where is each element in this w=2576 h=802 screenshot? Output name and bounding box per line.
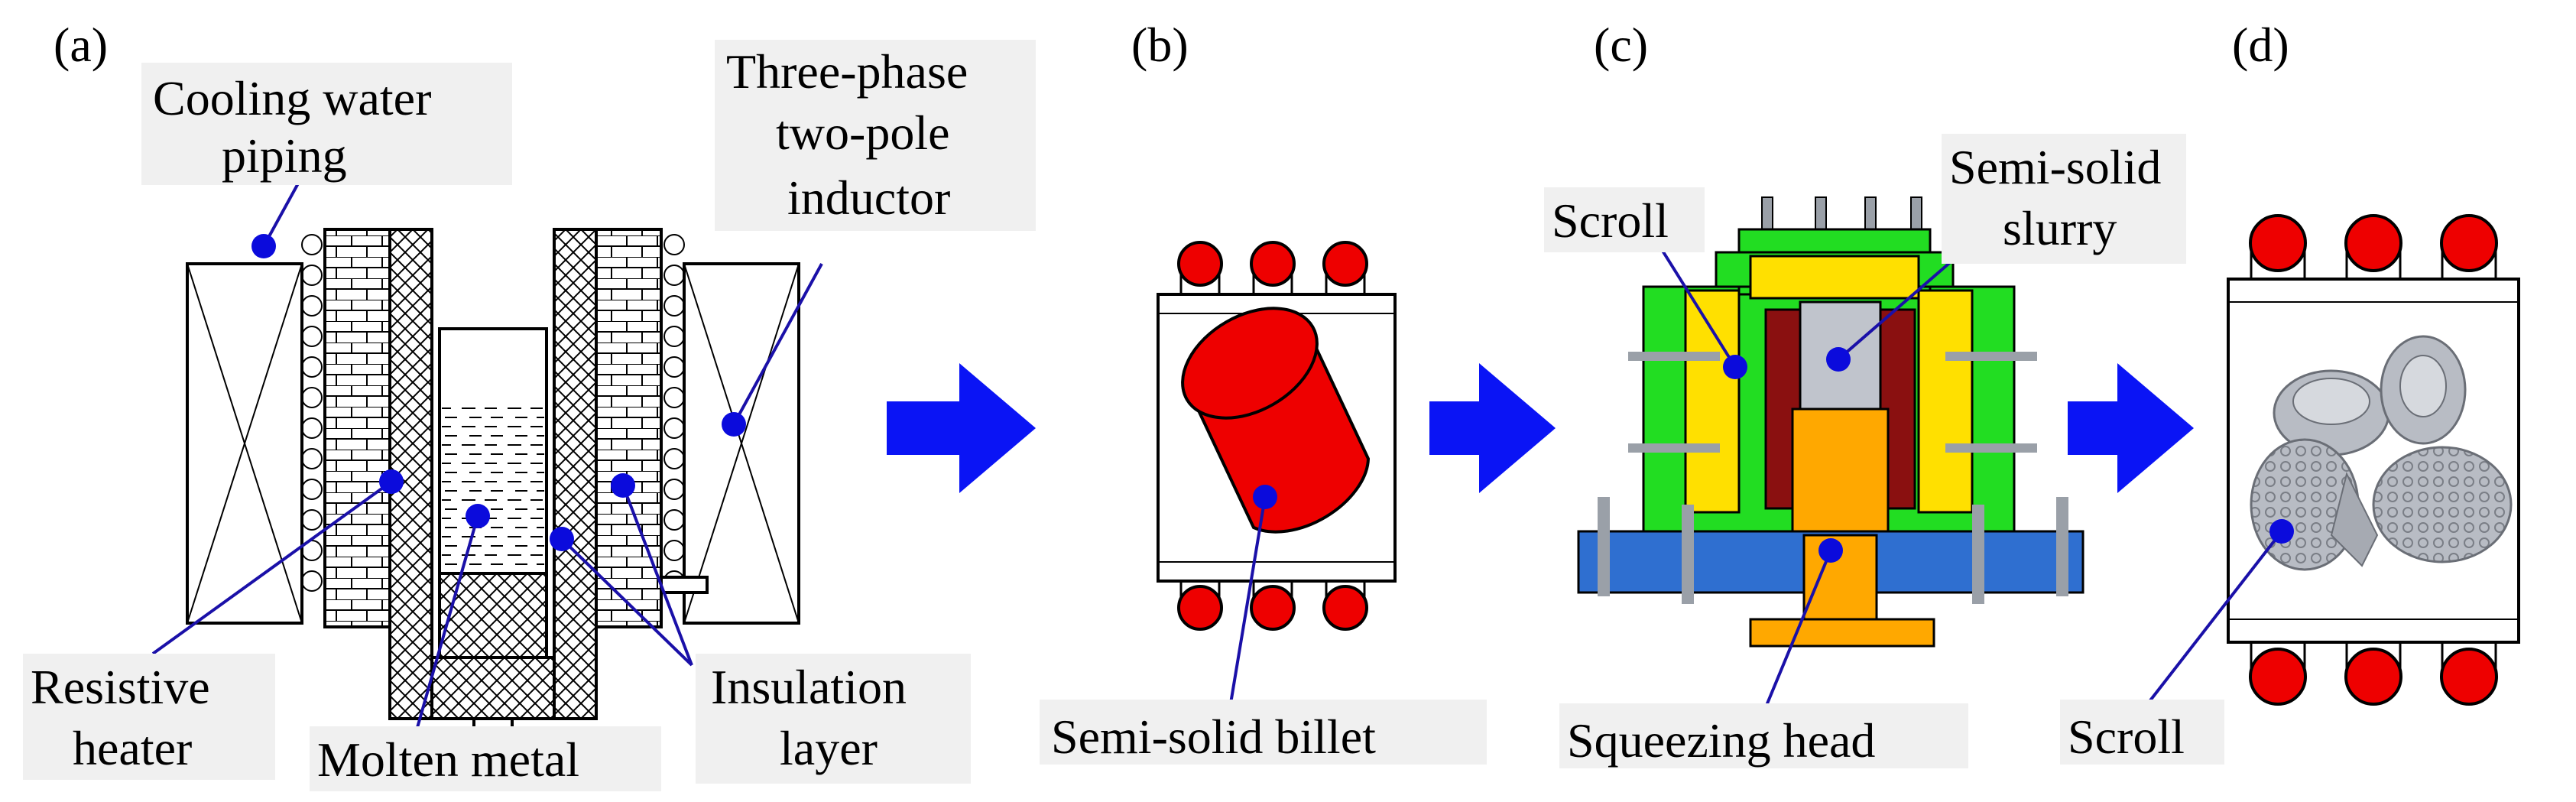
svg-text:slurry: slurry — [2003, 201, 2117, 255]
roller-icon — [2249, 633, 2498, 706]
svg-text:two-pole: two-pole — [776, 106, 950, 160]
roller-icon — [2249, 214, 2498, 288]
label-resistive-heater: Resistive heater — [23, 654, 275, 780]
roller-icon — [1177, 241, 1368, 300]
crucible-furnace-diagram — [186, 228, 800, 758]
process-arrow-icon — [1429, 363, 1556, 493]
roller-icon — [1177, 576, 1368, 631]
process-arrow-icon — [2068, 363, 2194, 493]
coil-right — [663, 234, 685, 592]
svg-text:inductor: inductor — [787, 170, 950, 225]
svg-text:Three-phase: Three-phase — [726, 44, 968, 99]
svg-text:piping: piping — [222, 128, 347, 183]
svg-text:Cooling water: Cooling water — [153, 71, 431, 125]
label-inductor: Three-phase two-pole inductor — [715, 40, 1036, 231]
label-cooling-water-piping: Cooling water piping — [141, 63, 512, 185]
billet-heater-diagram — [1157, 241, 1397, 631]
svg-text:Molten metal: Molten metal — [317, 732, 579, 787]
svg-text:layer: layer — [780, 721, 878, 775]
coil-left — [301, 234, 323, 592]
label-squeezing-head: Squeezing head — [1559, 703, 1968, 768]
panel-d-letter: (d) — [2232, 18, 2289, 72]
svg-text:Squeezing head: Squeezing head — [1567, 713, 1875, 768]
label-scroll-d: Scroll — [2060, 700, 2224, 765]
label-scroll-c: Scroll — [1544, 187, 1705, 252]
label-semi-solid-billet: Semi-solid billet — [1040, 700, 1487, 765]
svg-text:Resistive: Resistive — [31, 660, 210, 714]
svg-text:Semi-solid billet: Semi-solid billet — [1051, 709, 1376, 764]
label-semi-solid-slurry: Semi-solid slurry — [1942, 134, 2186, 264]
svg-text:Scroll: Scroll — [2068, 709, 2185, 764]
squeeze-die-diagram — [1577, 196, 2084, 648]
process-arrow-icon — [887, 363, 1036, 493]
panel-b-letter: (b) — [1131, 18, 1189, 72]
leaders-a — [151, 183, 823, 731]
panel-a-letter: (a) — [54, 18, 108, 72]
svg-text:Insulation: Insulation — [711, 660, 907, 714]
svg-text:heater: heater — [73, 721, 192, 775]
label-molten-metal: Molten metal — [310, 726, 661, 791]
scroll-part-icon — [2250, 335, 2513, 571]
panel-c-letter: (c) — [1594, 18, 1648, 72]
svg-text:Scroll: Scroll — [1552, 193, 1669, 248]
svg-text:Semi-solid: Semi-solid — [1949, 140, 2161, 194]
cylinder-billet-icon — [1181, 307, 1371, 534]
scroll-output-diagram — [2227, 214, 2520, 706]
label-insulation-layer: Insulation layer — [696, 654, 971, 784]
